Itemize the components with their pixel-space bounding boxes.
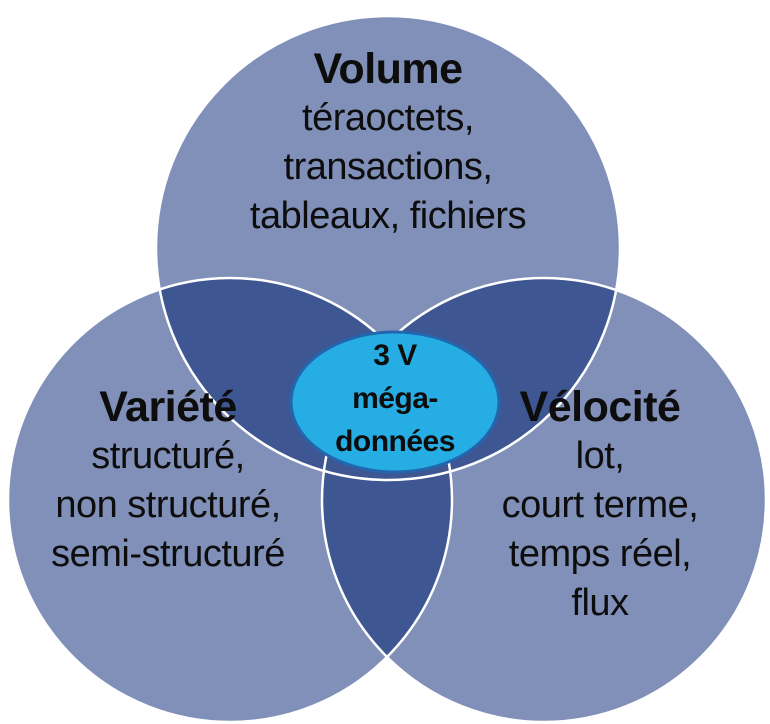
velocite-circle-outline: [320, 276, 768, 724]
center-ellipse: [289, 330, 501, 474]
volume-circle-outline: [154, 14, 622, 482]
variete-circle-outline: [6, 276, 454, 724]
